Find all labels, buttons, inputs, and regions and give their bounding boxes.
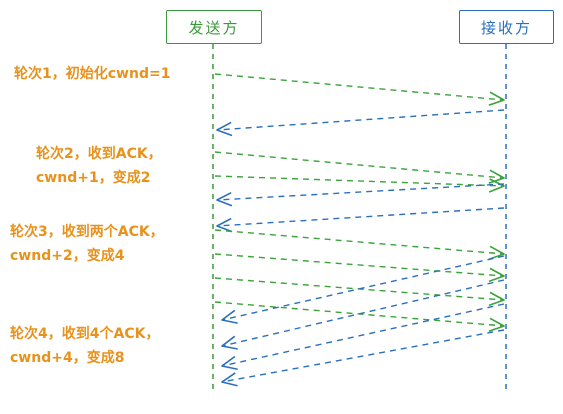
data-segment-arrow — [214, 151, 505, 179]
ack-arrow — [221, 279, 505, 347]
ack-arrowhead — [216, 217, 233, 233]
round-4-line-2: cwnd+4，变成8 — [10, 350, 125, 366]
ack-arrow — [221, 329, 505, 383]
receiver-actor-box: 接收方 — [459, 10, 554, 44]
receiver-label: 接收方 — [480, 18, 532, 37]
round-1-note: 轮次1，初始化cwnd=1 — [14, 62, 170, 86]
round-1-line-1: 轮次1，初始化cwnd=1 — [14, 66, 171, 82]
data-segment-arrowhead — [488, 91, 505, 106]
data-segment-arrow — [214, 229, 505, 255]
data-segment-arrow — [214, 175, 505, 187]
ack-arrowhead — [216, 121, 233, 137]
data-segment-arrow — [214, 73, 505, 101]
data-segment-arrowhead — [488, 291, 505, 307]
sender-label: 发送方 — [188, 18, 240, 37]
round-2-note: 轮次2，收到ACK， cwnd+1，变成2 — [36, 142, 162, 190]
round-3-note: 轮次3，收到两个ACK， cwnd+2，变成4 — [10, 220, 164, 268]
data-segment-arrowhead — [488, 178, 505, 193]
ack-arrowhead — [221, 372, 238, 387]
data-segment-arrow — [214, 253, 505, 277]
message-arrows — [214, 73, 505, 387]
round-4-note: 轮次4，收到4个ACK， cwnd+4，变成8 — [10, 322, 159, 370]
sender-actor-box: 发送方 — [166, 10, 262, 44]
ack-arrowhead — [221, 355, 238, 371]
data-segment-arrowhead — [488, 317, 505, 333]
ack-arrowhead — [221, 335, 238, 350]
data-segment-arrowhead — [488, 267, 505, 283]
round-2-line-2: cwnd+1，变成2 — [36, 170, 151, 186]
ack-arrowhead — [216, 191, 233, 207]
ack-arrow — [216, 207, 505, 227]
ack-arrow — [216, 183, 505, 201]
round-2-line-1: 轮次2，收到ACK， — [36, 146, 162, 162]
ack-arrow — [216, 109, 505, 131]
round-3-line-2: cwnd+2，变成4 — [10, 248, 125, 264]
ack-arrowhead — [221, 309, 238, 324]
ack-arrow — [221, 303, 505, 367]
round-4-line-1: 轮次4，收到4个ACK， — [10, 326, 160, 342]
round-3-line-1: 轮次3，收到两个ACK， — [10, 224, 164, 240]
ack-arrow — [221, 255, 505, 321]
data-segment-arrowhead — [488, 245, 505, 261]
